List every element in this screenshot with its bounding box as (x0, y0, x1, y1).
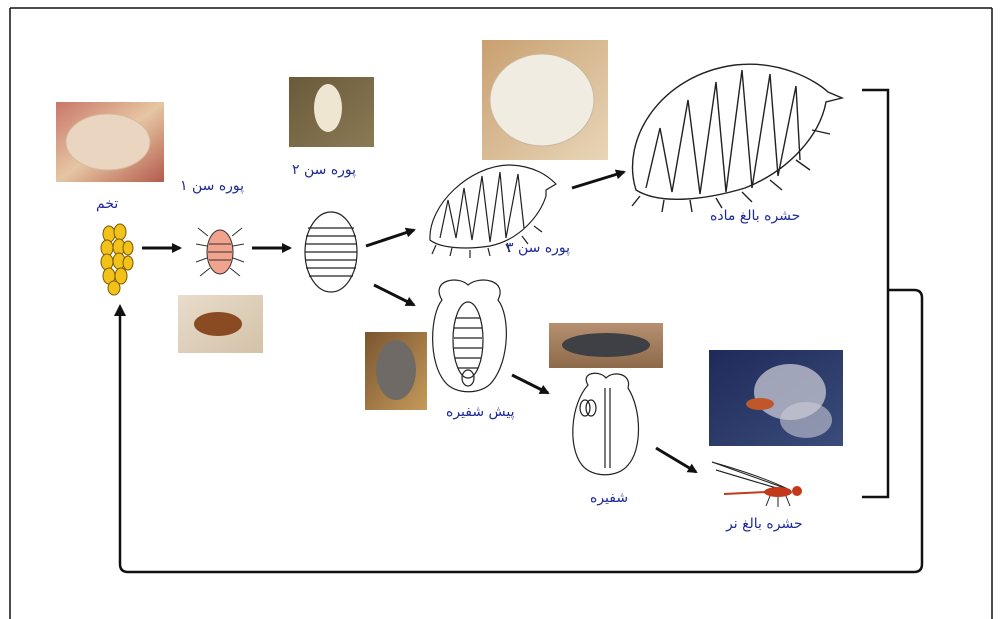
label-pupa: شفیره (590, 490, 628, 506)
pupa-photo (549, 323, 663, 368)
label-nymph1: پوره سن ۱ (180, 178, 244, 194)
nymph1-drawing (196, 228, 244, 276)
label-prepupa: پیش شفیره (446, 404, 515, 420)
egg-cluster-drawing (101, 224, 133, 295)
arrow-prepupa-to-pupa (512, 375, 548, 393)
prepupa-drawing (433, 280, 507, 392)
adult-male-drawing (712, 462, 802, 507)
pupa-drawing (573, 373, 639, 474)
label-nymph2: پوره سن ۲ (292, 162, 356, 178)
adult-female-drawing (632, 64, 842, 212)
arrow-pupa-to-male (656, 448, 696, 472)
adult-male-photo (709, 350, 843, 446)
prepupa-photo (365, 332, 427, 410)
label-adult-male: حشره بالغ نر (726, 516, 803, 532)
arrow-nymph3-to-female (572, 172, 624, 188)
label-egg: تخم (96, 196, 118, 212)
arrow-nymph2-to-prepupa (374, 285, 414, 305)
nymph3-photo (482, 40, 608, 160)
nymph2-photo (289, 77, 374, 147)
arrow-nymph2-to-nymph3 (366, 230, 414, 246)
egg-photo (56, 102, 164, 182)
label-adult-female: حشره بالغ ماده (710, 208, 800, 224)
label-nymph3: پوره سن ۳ (506, 240, 570, 256)
nymph1-photo (178, 295, 263, 353)
nymph2-drawing (305, 212, 357, 292)
